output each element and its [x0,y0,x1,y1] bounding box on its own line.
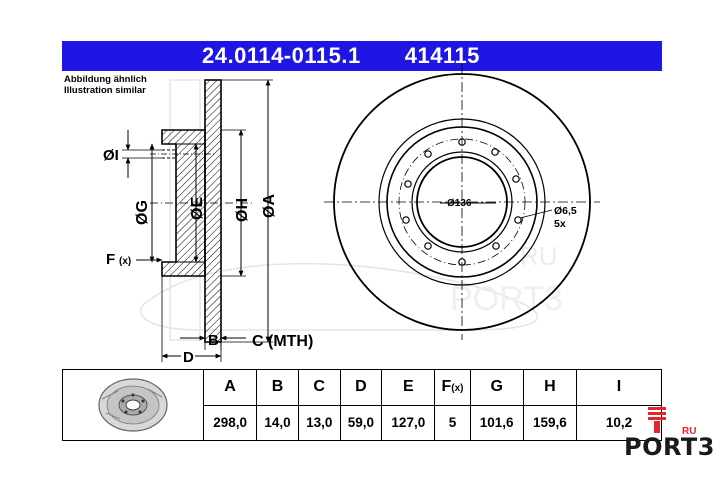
dim-label-D: D [183,349,194,366]
watermark-text: RU [520,241,558,271]
brand-logo: RU PORT3 [622,405,718,465]
spec-value-D: 59,0 [339,404,383,441]
spec-value-H: 159,6 [522,404,578,441]
reference-number: 414115 [404,43,480,68]
dim-label-B: B [208,332,219,349]
hole-size-label: Ø6,5 [554,205,577,217]
dim-label-A: ØA [261,194,278,218]
dim-label-F: F [106,251,115,268]
spec-table: A B C D E F(x) G H I 298,0 14,0 13,0 59,… [62,369,662,441]
spec-header-I: I [576,369,662,406]
spec-header-F: F(x) [434,369,471,406]
spec-value-C: 13,0 [297,404,341,441]
spec-value-F: 5 [434,404,471,441]
caption-english: Illustration similar [64,85,146,96]
caption-german: Abbildung ähnlich [64,74,147,85]
spec-value-row: 298,0 14,0 13,0 59,0 127,0 5 101,6 159,6… [63,404,662,441]
disc-friction-ring-section [204,79,222,343]
brand-tld: RU [682,426,697,437]
bolt-holes [402,138,522,266]
dim-label-G: ØG [134,200,151,225]
disc-thumbnail-icon [98,377,168,432]
brand-name: PORT3 [624,433,715,461]
spec-header-H: H [522,369,578,406]
title-bar: 24.0114-0115.1 414115 [62,41,662,71]
spec-header-C: C [297,369,341,406]
hole-circle-label: Ø136 [447,198,472,209]
spec-value-E: 127,0 [381,404,436,441]
spec-header-F-suffix: (x) [451,383,464,395]
side-section-view: ØI ØG ØE ØH ØA F (x) B C (MTH) [103,79,313,366]
spec-header-A: A [202,369,258,406]
spec-header-D: D [339,369,383,406]
spec-value-B: 14,0 [256,404,299,441]
dim-label-H: ØH [234,198,251,222]
spec-value-I: 10,2 [576,404,662,441]
illustration-caption: Abbildung ähnlich Illustration similar [64,74,147,96]
spec-value-G: 101,6 [469,404,524,441]
dim-label-F-suffix: (x) [119,256,131,267]
part-number: 24.0114-0115.1 [202,43,361,68]
dim-label-I: ØI [103,147,119,164]
product-thumbnail [62,369,204,441]
spec-header-E: E [381,369,436,406]
dim-label-C: C (MTH) [252,333,313,350]
spec-header-B: B [256,369,299,406]
dim-label-E: ØE [189,197,206,220]
watermark-text-2: PORT3 [450,280,563,318]
spec-header-G: G [469,369,524,406]
front-view [324,64,600,340]
hole-count-label: 5x [554,218,566,230]
piston-icon [648,407,666,433]
spec-header-row: A B C D E F(x) G H I [62,369,662,441]
spec-header-F-letter: F [441,378,452,396]
spec-value-A: 298,0 [202,404,258,441]
